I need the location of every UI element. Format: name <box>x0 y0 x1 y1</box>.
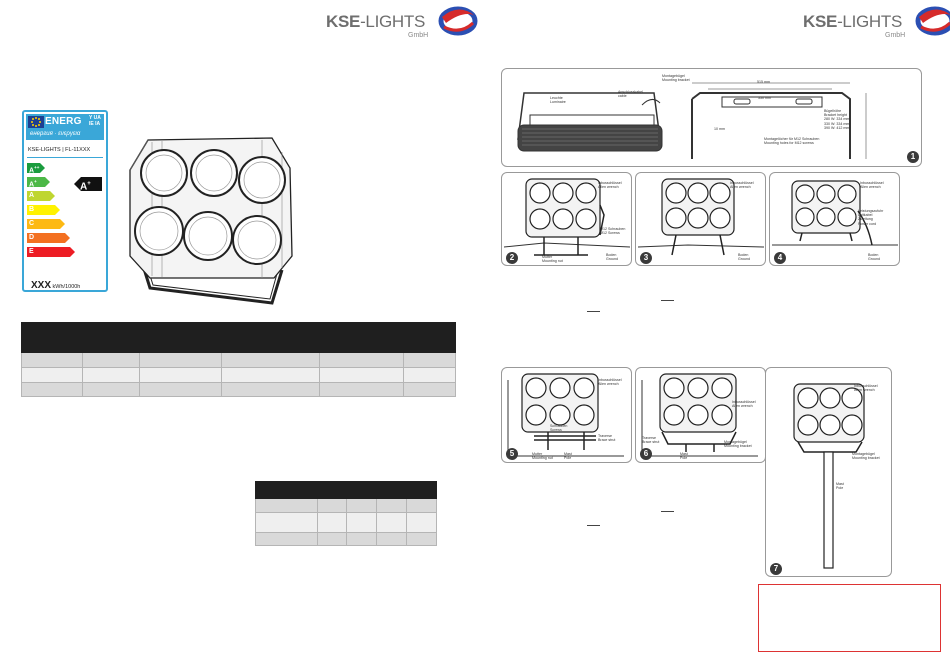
energy-label-model: KSE-LIGHTS | FL-11XXX <box>28 147 91 153</box>
table-row <box>21 382 456 397</box>
step-number: 7 <box>770 563 782 575</box>
energy-label-header: ENERG <box>45 116 82 127</box>
energy-class-bar: D <box>27 233 70 243</box>
warning-box <box>758 584 941 652</box>
step-number: 2 <box>506 252 518 264</box>
logo-suffix: GmbH <box>408 32 429 39</box>
energy-class-bar: A+ <box>27 177 50 187</box>
step-number: 4 <box>774 252 786 264</box>
energy-class-sup: + <box>34 179 37 184</box>
logo-brand-bold: KSE <box>326 12 361 31</box>
step-number: 5 <box>506 448 518 460</box>
energy-class-bar: A++ <box>27 163 45 173</box>
company-logo: KSE-LIGHTS GmbH <box>803 5 950 41</box>
technical-data-table <box>21 322 456 397</box>
table-row <box>255 532 437 546</box>
logo-swoosh-icon <box>438 6 478 36</box>
energy-consumption: XXX kWh/1000h <box>31 280 81 291</box>
table-row <box>255 512 437 533</box>
right-page: KSE-LIGHTS GmbH <box>475 0 950 658</box>
table-row <box>255 498 437 513</box>
energy-class-bar: C <box>27 219 65 229</box>
step-number: 1 <box>907 151 919 163</box>
energy-class-bar: B <box>27 205 60 215</box>
table-row <box>21 367 456 383</box>
energy-rating-arrow: A+ <box>74 177 102 191</box>
table-header-row <box>255 481 437 499</box>
specification-table <box>255 481 437 546</box>
company-logo: KSE-LIGHTS GmbH <box>326 5 478 41</box>
energy-class-sup: ++ <box>34 165 40 170</box>
table-row <box>21 352 456 368</box>
floodlight-product-image <box>129 137 293 305</box>
table-header-row <box>21 322 456 353</box>
step-number: 6 <box>640 448 652 460</box>
energy-class-bar: E <box>27 247 75 257</box>
eu-flag-icon <box>28 116 44 128</box>
logo-brand-light: -LIGHTS <box>360 12 426 31</box>
energy-label-languages: енергия · ενεργεια <box>30 131 81 137</box>
step-number: 3 <box>640 252 652 264</box>
logo-swoosh-icon <box>915 6 950 36</box>
energy-class-bar: A <box>27 191 55 201</box>
